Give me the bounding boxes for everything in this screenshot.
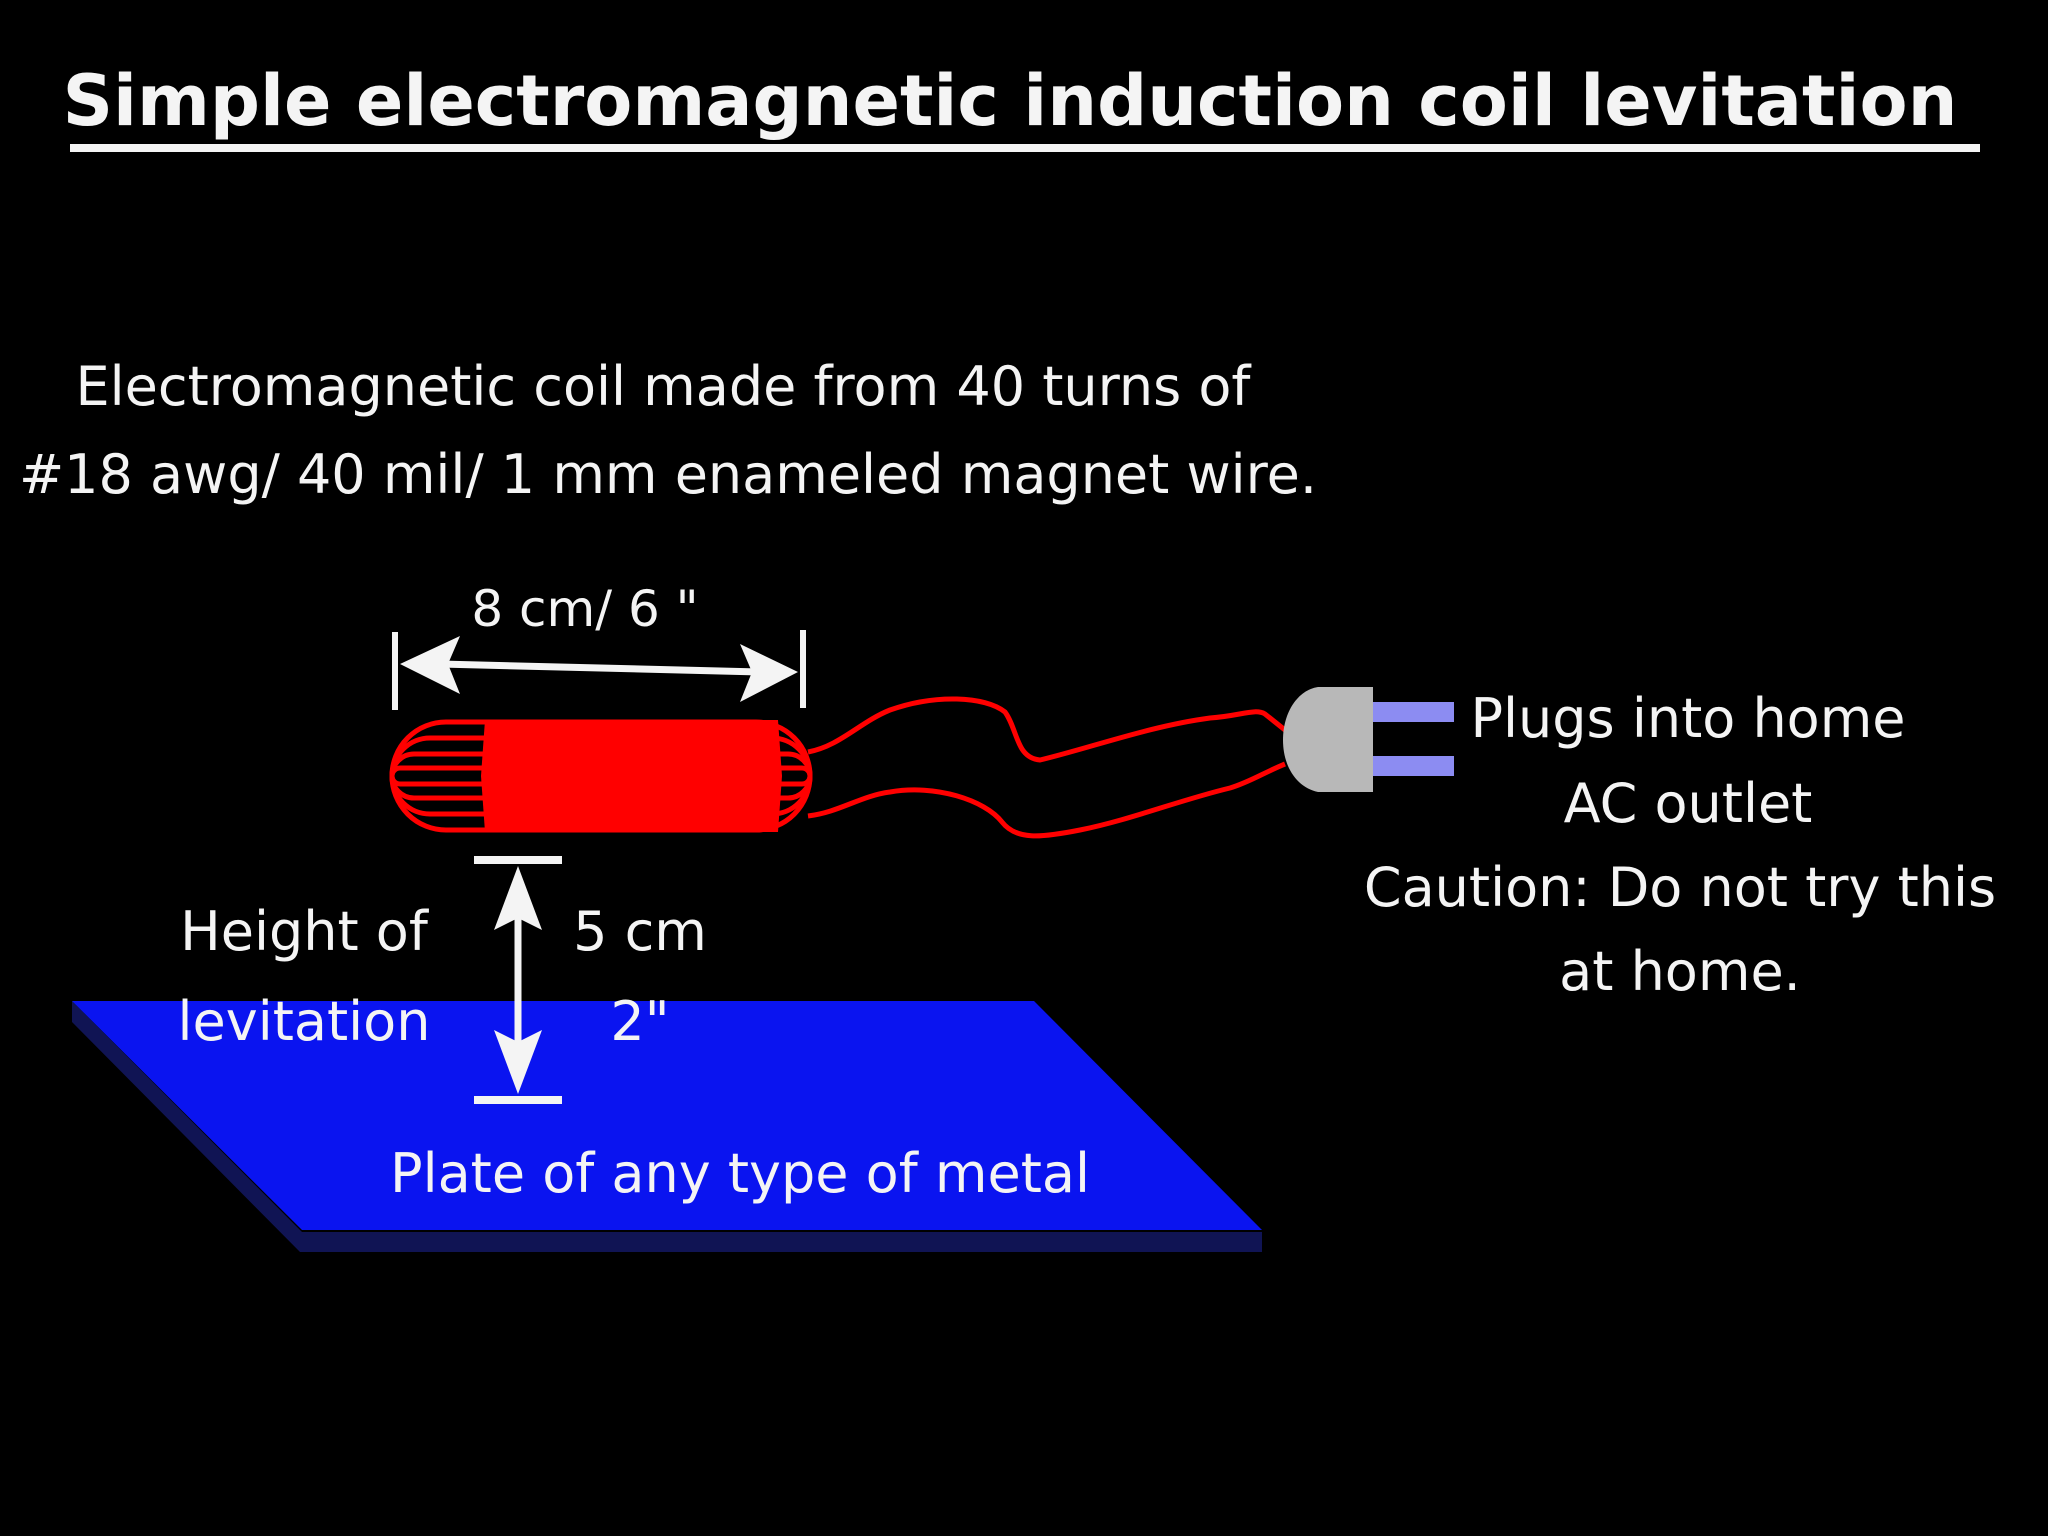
height-value-cm: 5 cm (573, 900, 707, 963)
plug-note-line1: Plugs into home (1470, 687, 1905, 750)
plug-note-line2: AC outlet (1564, 772, 1813, 835)
coil (389, 719, 813, 833)
title-underline (70, 144, 1980, 152)
plug-prong-top (1360, 702, 1454, 722)
metal-plate (72, 1001, 1262, 1252)
coil-description-line1: Electromagnetic coil made from 40 turns … (76, 355, 1253, 418)
height-value-in: 2" (610, 990, 669, 1053)
page-title: Simple electromagnetic induction coil le… (63, 60, 1958, 142)
plug-body (1283, 687, 1373, 792)
caution-note-line2: at home. (1559, 940, 1801, 1003)
height-label-line1: Height of (180, 900, 430, 963)
plug (1283, 687, 1454, 792)
plate-label: Plate of any type of metal (390, 1142, 1090, 1205)
plug-prong-bottom (1360, 756, 1454, 776)
lead-wires (807, 696, 1287, 839)
coil-description-line2: #18 awg/ 40 mil/ 1 mm enameled magnet wi… (19, 443, 1317, 506)
caution-note-line1: Caution: Do not try this (1364, 856, 1996, 919)
height-arrow (474, 856, 562, 1104)
height-label-line2: levitation (178, 990, 431, 1053)
coil-length-label: 8 cm/ 6 " (471, 580, 698, 638)
metal-plate-top (72, 1001, 1262, 1230)
coil-length-arrow (392, 630, 806, 710)
